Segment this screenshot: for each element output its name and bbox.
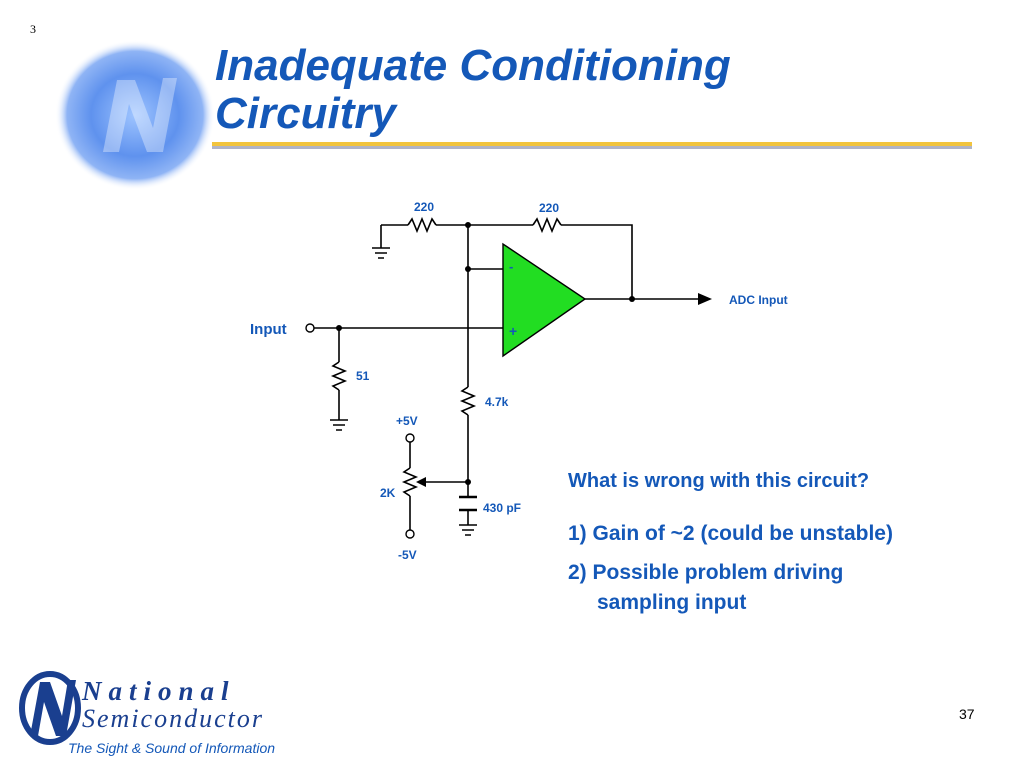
resistor-51 bbox=[330, 361, 348, 391]
terminal-input bbox=[305, 323, 315, 333]
globe-logo-icon bbox=[55, 40, 215, 190]
title-underline bbox=[212, 142, 972, 149]
ground-symbol-1 bbox=[372, 247, 390, 259]
terminal-neg-supply bbox=[405, 529, 415, 539]
label-input: Input bbox=[250, 321, 287, 338]
slide-title: Inadequate Conditioning Circuitry bbox=[215, 42, 731, 138]
title-line-1: Inadequate Conditioning bbox=[215, 41, 731, 90]
wire-feedback bbox=[561, 224, 633, 299]
resistor-4-7k bbox=[459, 386, 477, 416]
slide-corner-number: 3 bbox=[30, 22, 36, 36]
label-plus: + bbox=[509, 323, 517, 339]
question-heading: What is wrong with this circuit? bbox=[568, 470, 870, 492]
label-neg-5v: -5V bbox=[398, 548, 417, 562]
junction-output bbox=[629, 296, 635, 302]
output-arrow bbox=[698, 293, 712, 305]
junction-wiper bbox=[465, 479, 471, 485]
terminal-pos-supply bbox=[405, 433, 415, 443]
logo-tagline: The Sight & Sound of Information bbox=[68, 740, 276, 756]
logo-name-national: National bbox=[82, 676, 236, 706]
label-adc-input: ADC Input bbox=[729, 293, 788, 307]
ground-symbol-2 bbox=[330, 419, 348, 431]
op-amp bbox=[502, 242, 587, 358]
wiper-arrow bbox=[416, 477, 426, 487]
label-pos-5v: +5V bbox=[396, 414, 418, 428]
resistor-220-ground bbox=[407, 216, 437, 234]
label-4-7k: 4.7k bbox=[485, 395, 509, 409]
page-number: 37 bbox=[959, 706, 975, 722]
national-logo-icon bbox=[19, 671, 81, 745]
answer-item-2-continued: sampling input bbox=[597, 591, 747, 614]
junction-input bbox=[336, 325, 342, 331]
label-2k: 2K bbox=[380, 486, 396, 500]
junction-inverting bbox=[465, 266, 471, 272]
potentiometer-2k bbox=[401, 467, 419, 497]
label-430pf: 430 pF bbox=[483, 501, 521, 515]
answer-item-2: 2) Possible problem driving bbox=[568, 561, 844, 584]
label-51: 51 bbox=[356, 369, 370, 383]
label-minus: - bbox=[509, 259, 513, 274]
logo-name-semiconductor: Semiconductor bbox=[82, 704, 264, 733]
answer-item-1: 1) Gain of ~2 (could be unstable) bbox=[568, 522, 893, 545]
ground-symbol-3 bbox=[459, 524, 477, 536]
title-line-2: Circuitry bbox=[215, 89, 396, 138]
label-r1: 220 bbox=[414, 200, 434, 214]
label-r2: 220 bbox=[539, 201, 559, 215]
resistor-220-feedback bbox=[532, 216, 562, 234]
junction-top bbox=[465, 222, 471, 228]
